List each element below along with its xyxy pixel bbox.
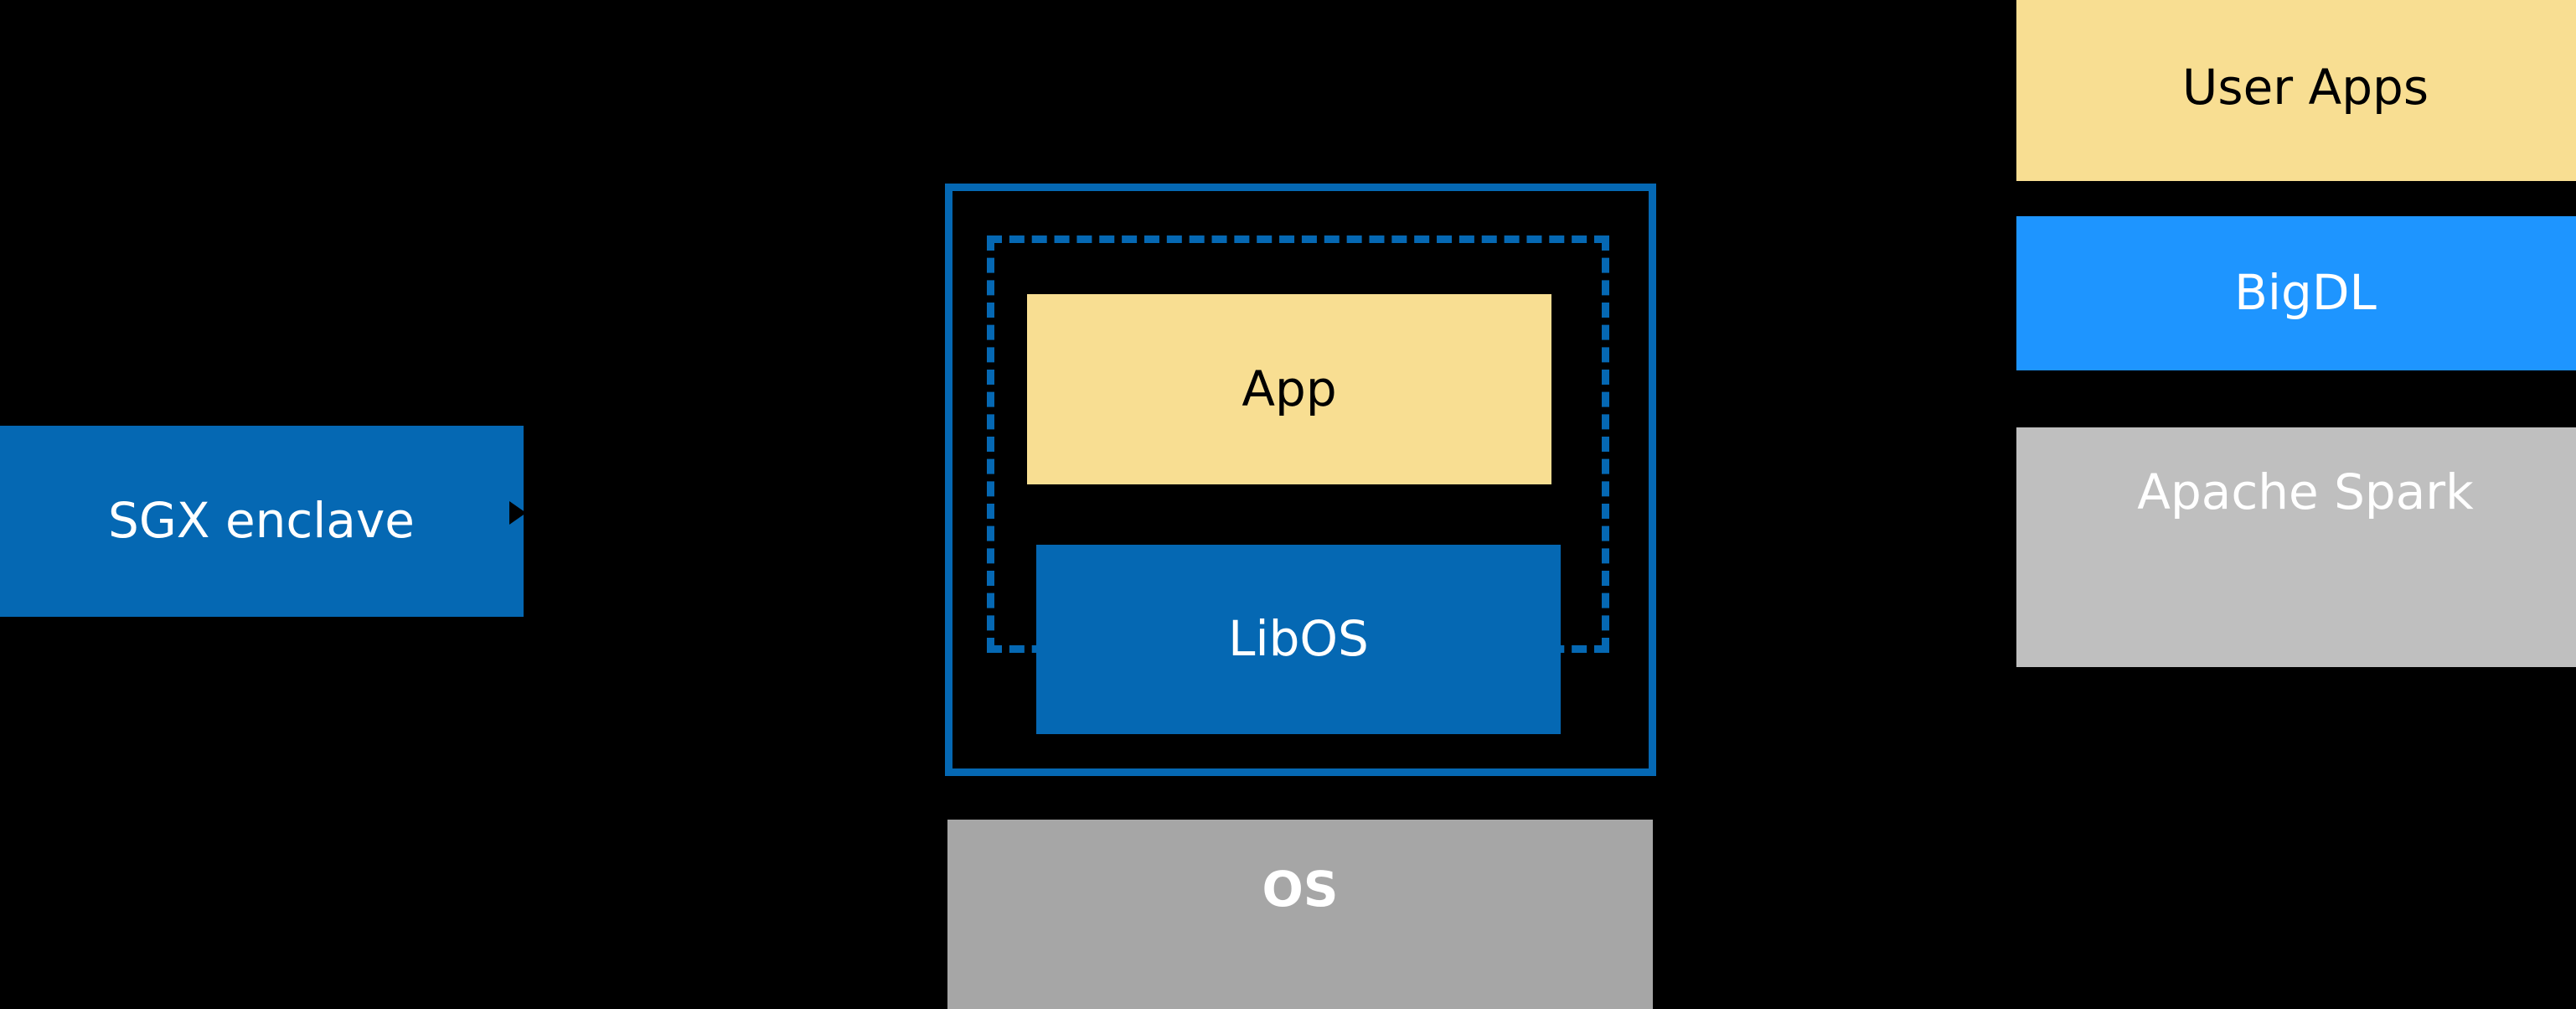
libos-box[interactable]: LibOS	[1036, 545, 1561, 734]
user-apps-box[interactable]: User Apps	[2016, 0, 2576, 181]
libos-label: LibOS	[1228, 610, 1369, 668]
sgx-enclave-label: SGX enclave	[108, 492, 415, 550]
bigdl-box[interactable]: BigDL	[2016, 216, 2576, 370]
user-apps-label: User Apps	[2181, 59, 2429, 116]
app-box[interactable]: App	[1027, 294, 1551, 484]
os-box[interactable]: OS	[947, 820, 1653, 1009]
apache-spark-box[interactable]: Apache Spark	[2016, 427, 2576, 667]
arrowhead-left-icon	[509, 501, 526, 525]
enclave-boundary-frame	[945, 184, 1656, 776]
connector-sgx-to-enclave	[524, 511, 947, 515]
app-label: App	[1242, 360, 1337, 417]
connector-app-to-user-apps	[1551, 385, 2016, 390]
os-label: OS	[1262, 861, 1339, 918]
sgx-enclave-box[interactable]: SGX enclave	[0, 426, 524, 617]
apache-spark-label: Apache Spark	[2137, 463, 2474, 520]
bigdl-label: BigDL	[2234, 264, 2377, 322]
